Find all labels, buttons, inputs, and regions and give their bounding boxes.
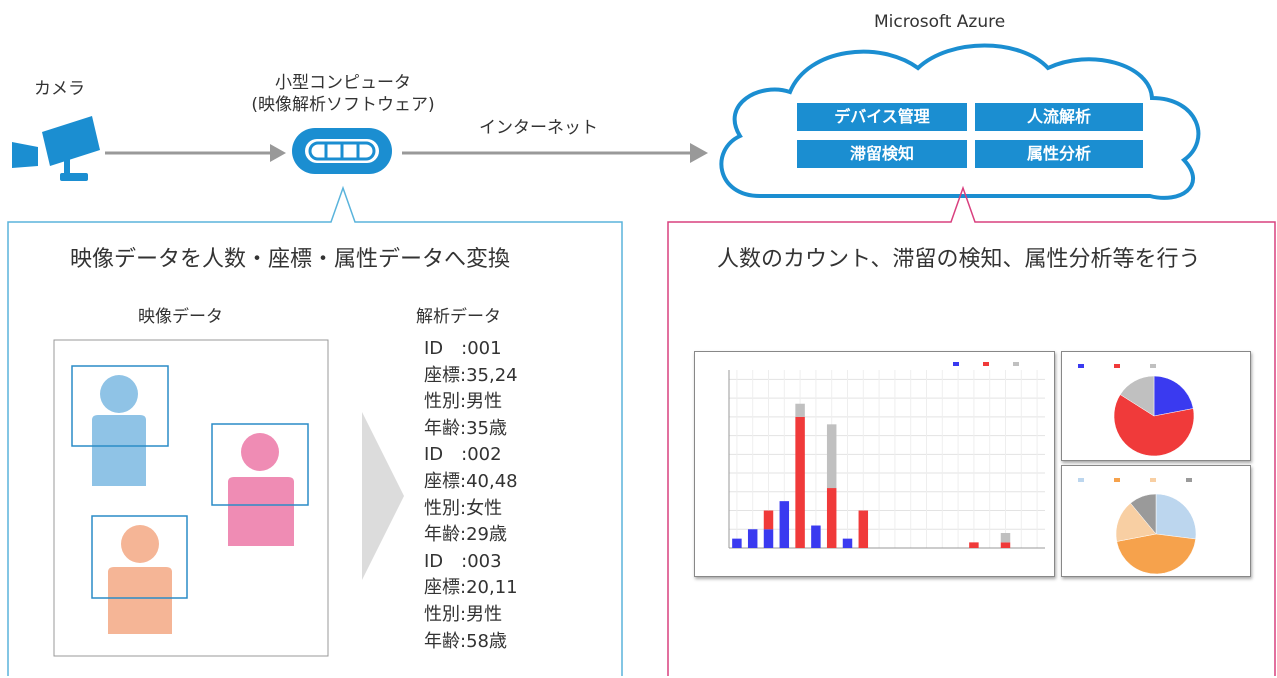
pie-chart-1 xyxy=(1078,364,1195,457)
service-device-management: デバイス管理 xyxy=(797,103,967,131)
computer-icon xyxy=(292,128,392,174)
service-people-flow: 人流解析 xyxy=(975,103,1143,131)
left-panel-title: 映像データを人数・座標・属性データへ変換 xyxy=(70,247,511,272)
record-coords: 座標:40,48 xyxy=(424,470,518,492)
computer-label-line1: 小型コンピュータ xyxy=(275,73,411,93)
bar-segment xyxy=(1000,533,1011,543)
record-coords: 座標:35,24 xyxy=(424,364,518,386)
camera-label: カメラ xyxy=(34,79,85,99)
bar-segment xyxy=(763,529,774,548)
conversion-arrow xyxy=(362,412,404,580)
legend-swatch xyxy=(953,362,959,366)
bar-segment xyxy=(842,538,853,548)
person-blue xyxy=(71,365,169,486)
service-dwell-detection: 滞留検知 xyxy=(797,140,967,168)
legend-swatch xyxy=(1013,362,1019,366)
video-data-label: 映像データ xyxy=(138,307,223,327)
record-id: ID :003 xyxy=(424,550,502,572)
bar-segment xyxy=(779,501,790,548)
person-pink xyxy=(211,423,309,546)
legend-swatch xyxy=(1114,478,1120,482)
bar-segment xyxy=(858,510,869,548)
bar-segment xyxy=(1000,542,1011,548)
internet-label: インターネット xyxy=(479,118,598,138)
analysis-records: ID :001 座標:35,24 性別:男性 年齢:35歳 ID :002 座標… xyxy=(424,336,518,655)
pie-chart-2-card xyxy=(1061,465,1251,577)
record-coords: 座標:20,11 xyxy=(424,577,518,599)
bar-segment xyxy=(969,542,979,548)
bar-segment xyxy=(763,510,774,530)
bar-segment xyxy=(732,538,742,548)
bar-chart-card xyxy=(694,351,1055,577)
pie-slice xyxy=(1130,493,1157,535)
legend-swatch xyxy=(1150,364,1156,368)
record-age: 年齢:35歳 xyxy=(424,417,507,439)
azure-title: Microsoft Azure xyxy=(874,12,1006,32)
pie-chart-1-card xyxy=(1061,351,1251,461)
person-orange xyxy=(91,515,188,634)
legend-swatch xyxy=(1150,478,1156,482)
record-age: 年齢:58歳 xyxy=(424,630,507,652)
pie-slice xyxy=(1155,493,1197,540)
record-gender: 性別:男性 xyxy=(424,391,503,413)
record-item: ID :003 座標:20,11 性別:男性 年齢:58歳 xyxy=(424,549,518,655)
service-attribute-analysis: 属性分析 xyxy=(975,140,1143,168)
record-gender: 性別:男性 xyxy=(424,603,503,625)
record-age: 年齢:29歳 xyxy=(424,524,507,546)
computer-label-line2: (映像解析ソフトウェア) xyxy=(251,95,435,115)
arrow-camera-to-computer xyxy=(105,144,286,162)
legend-swatch xyxy=(1078,478,1084,482)
bar-segment xyxy=(795,403,805,417)
record-id: ID :002 xyxy=(424,444,502,466)
pie-slice xyxy=(1116,533,1196,575)
legend-swatch xyxy=(1186,478,1192,482)
legend-swatch xyxy=(1114,364,1120,368)
bar-segment xyxy=(747,529,758,548)
bar-segment xyxy=(795,416,805,548)
pie-slice xyxy=(1115,502,1157,542)
right-panel-title: 人数のカウント、滞留の検知、属性分析等を行う xyxy=(717,247,1201,272)
record-id: ID :001 xyxy=(424,338,502,359)
pie-slice xyxy=(1153,375,1194,417)
pie-slice xyxy=(1113,394,1195,457)
camera-icon xyxy=(12,116,100,181)
legend-swatch xyxy=(983,362,989,366)
legend-swatch xyxy=(1078,364,1084,368)
bar-segment xyxy=(811,525,821,548)
analysis-data-label: 解析データ xyxy=(416,307,501,327)
left-panel-border xyxy=(7,185,623,676)
bar-chart xyxy=(728,362,1045,549)
bar-segment xyxy=(826,488,837,548)
record-item: ID :002 座標:40,48 性別:女性 年齢:29歳 xyxy=(424,442,518,548)
pie-slice xyxy=(1119,375,1155,417)
pie-chart-2 xyxy=(1078,478,1197,575)
bar-segment xyxy=(826,424,837,489)
right-panel-border xyxy=(667,185,1276,676)
arrow-computer-to-cloud xyxy=(402,143,708,163)
record-item: ID :001 座標:35,24 性別:男性 年齢:35歳 xyxy=(424,336,518,442)
record-gender: 性別:女性 xyxy=(424,497,503,519)
